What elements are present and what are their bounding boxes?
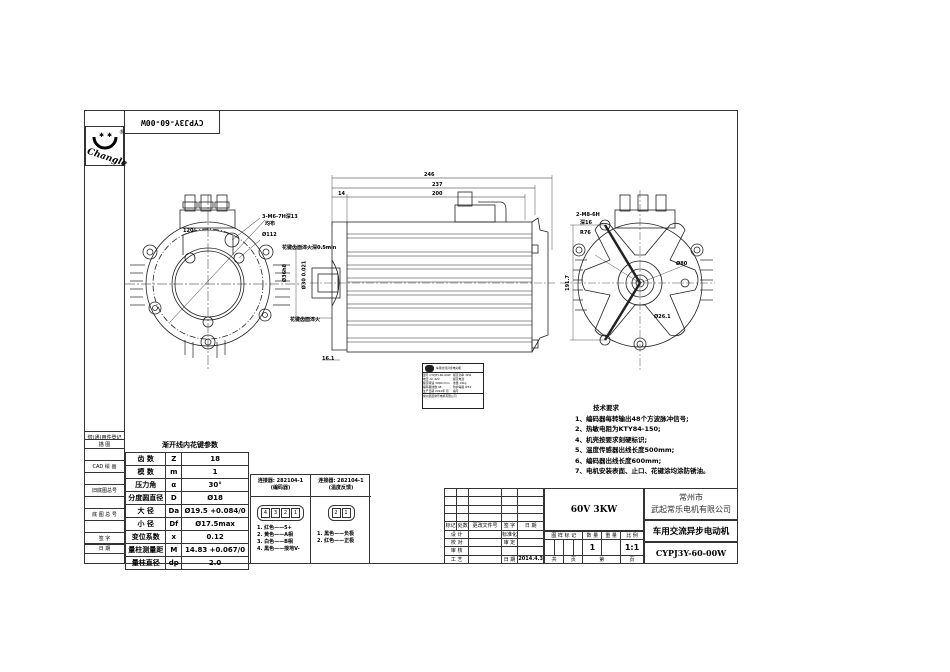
left-end-view-drawing [125,194,300,370]
company-city: 常州市 [679,493,703,502]
side-row-1: 描 图 [84,439,125,448]
dim-shaft-offset: 16.1 [322,356,335,362]
svg-text:Changle: Changle [86,147,129,169]
smiley-logo-icon: ✱ ✱ Changle ® [86,129,129,169]
right-end-view-drawing [560,190,715,370]
dim-tapped-holes-note: 均布 [265,221,276,227]
temperature-connector-header: 连接器: 282104-1(温度反馈) [311,475,371,497]
side-view-drawing [295,175,555,361]
temperature-wire-list: 1. 黑色——负极 2. 红色——正极 [317,531,355,544]
dim-left-pcd: Ø112 [262,232,277,238]
side-row-9: 签 字 [84,532,125,544]
side-row-12 [84,553,125,564]
nameplate-logo-icon [425,364,434,372]
product-name: 车用交流异步电动机 [644,520,738,542]
side-row-11: 日 期 [84,543,125,552]
dim-overall-length: 246 [424,172,435,178]
dim-body-length: 237 [432,182,443,188]
company-name: 武起常乐电机有限公司 [651,505,731,514]
encoder-wire-list: 1. 红色——5+ 2. 黄色——A相 3. 白色——B相 4. 黑色——接地V… [257,525,300,552]
tech-req-item: 4、机壳按要求刻硬标识; [575,435,648,444]
side-row-0: 借(通)用件登记 [84,431,125,443]
spec-label: 60V 3KW [544,488,644,531]
technical-requirements: 技术要求 1、编码器每转输出48个方波脉冲信号; 2、热敏电阻为KTY84-15… [575,403,710,477]
side-row-3: CAD 绘 画 [84,460,125,472]
spline-note-bottom: 花键齿面淬火 [290,317,321,323]
tech-req-item: 5、温度传感器出线长度500mm; [575,446,675,454]
dim-rear-height: 191.7 [564,275,571,291]
dim-rear-offset: Ø26.1 [654,314,671,320]
title-tab: CYPJ3Y-60-00W [124,110,220,134]
tech-req-item: 2、热敏电阻为KTY84-150; [575,425,661,433]
dim-spline-diameter: Ø36h8 [282,263,289,283]
dim-spline-inner: Ø30 0.021 [301,260,308,290]
spline-note-top: 花键齿面淬火深0.5min [282,245,337,251]
side-row-5: 旧底图总号 [84,484,125,496]
dim-flange-offset: 14 [338,191,345,197]
revision-table: 标记处数更改文件号签 字日 期 设 计标准化 校 对审 定 审 核 工 艺日 期… [443,487,544,565]
svg-text:✱: ✱ [107,132,112,139]
side-row-2 [84,448,125,460]
side-row-7: 底 图 总 号 [84,508,125,520]
drawing-frame [124,110,738,564]
title-block: 标记处数更改文件号签 字日 期 设 计标准化 校 对审 定 审 核 工 艺日 期… [443,487,738,565]
dim-rear-tapped-depth: 深16 [580,220,592,226]
encoder-connector-header: 连接器: 282104-1(编码器) [251,475,310,497]
tech-req-item: 6、编码器出线长度600mm; [575,456,662,465]
tech-req-item: 1、编码器每转输出48个方波脉冲信号; [575,414,689,423]
svg-text:✱: ✱ [99,132,104,139]
dim-rear-radius: R76 [580,230,591,236]
dim-rear-tapped: 2-M8-6H [576,212,600,218]
dim-stator-length: 200 [432,191,443,197]
tech-req-item: 7、电机安装表面、止口、花键涂均涂防锈油。 [575,467,710,475]
dim-left-angle: 120° [183,228,196,234]
side-row-10 [84,544,125,556]
drawing-number: CYPJ3Y-60-00W [644,542,738,564]
side-row-8 [84,520,125,532]
company-cell: 常州市 武起常乐电机有限公司 [644,488,738,520]
dim-rear-dia: Ø80 [676,261,688,267]
tech-req-title: 技术要求 [593,404,619,412]
spline-table-title: 渐开线内花键参数 [162,441,218,449]
title-tab-text: CYPJ3Y-60-00W [140,117,204,127]
dim-tapped-holes: 3-M6-7H深13 [262,214,298,220]
side-row-4 [84,472,125,484]
side-row-6 [84,496,125,508]
company-logo: ✱ ✱ Changle ® [85,126,129,169]
svg-text:®: ® [119,129,125,136]
